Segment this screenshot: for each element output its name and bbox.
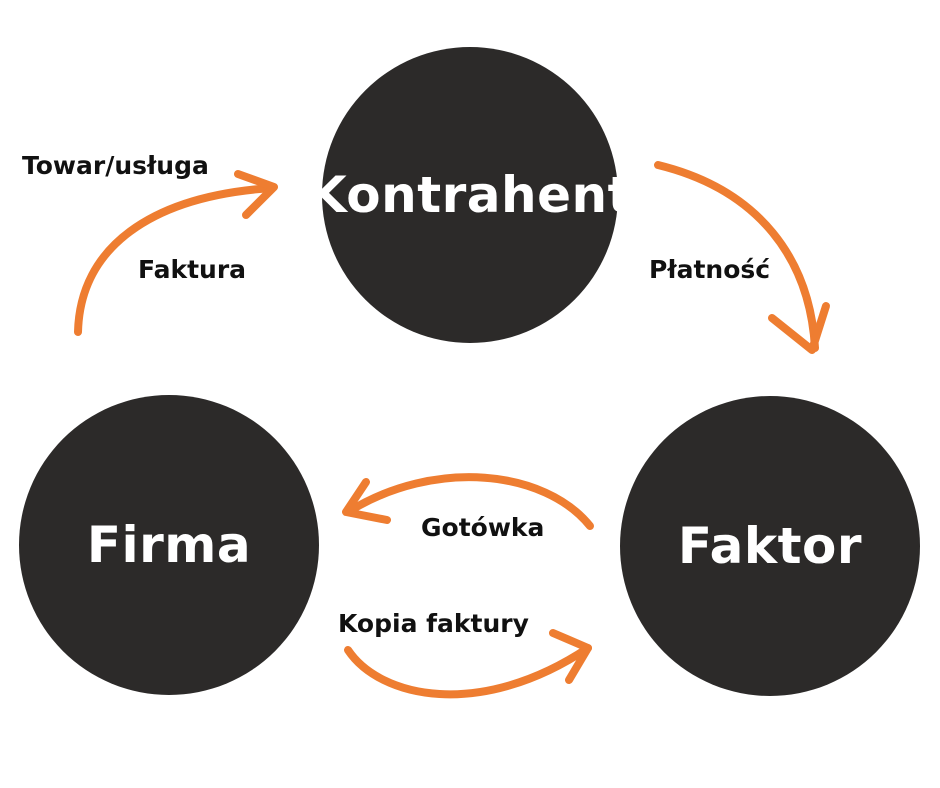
edge-label-platnosc: Płatność [649,255,771,284]
edge-label-kopia-faktury: Kopia faktury [338,609,529,638]
node-kontrahent: Kontrahent [308,47,632,343]
node-faktor-label: Faktor [677,517,863,575]
node-faktor: Faktor [620,396,920,696]
edge-label-towar-usluga: Towar/usługa [22,151,209,180]
arrow-kontrahent-to-faktor [654,161,830,354]
node-kontrahent-label: Kontrahent [307,166,633,224]
edge-label-gotowka: Gotówka [421,513,545,542]
node-firma: Firma [19,395,319,695]
arrow-firma-to-kontrahent [74,170,278,336]
node-firma-label: Firma [86,516,252,574]
arrow-firma-to-faktor [344,629,592,699]
edge-label-faktura: Faktura [138,255,247,284]
arrow-faktor-to-firma [342,473,594,530]
